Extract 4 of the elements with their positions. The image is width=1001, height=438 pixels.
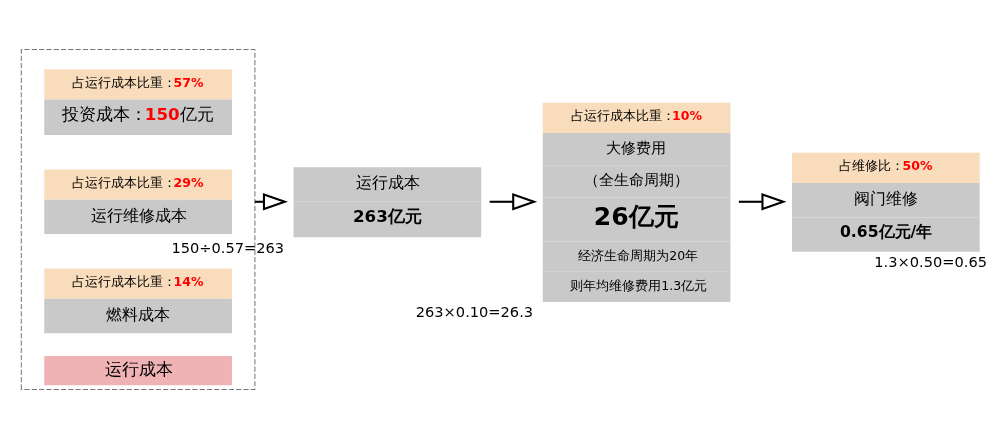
node-label: 1.3×0.50=0.65 [874,252,988,270]
arrow [738,192,787,211]
arrow [489,192,538,211]
node-label: 263×0.10=26.3 [415,302,534,320]
